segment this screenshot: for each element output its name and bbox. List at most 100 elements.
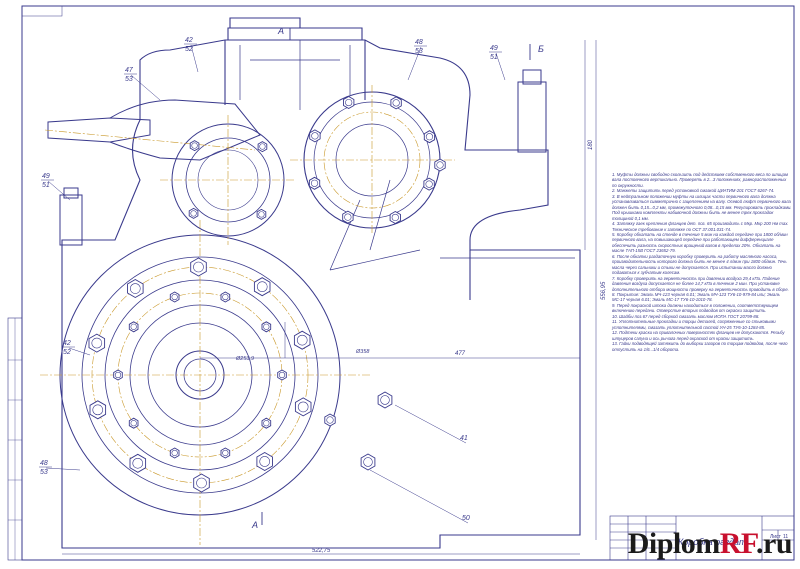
bolt-head [342, 210, 354, 224]
bolt-head [261, 417, 272, 429]
dim-overall-height: 556,95 [601, 281, 607, 300]
note-13: 13. Гайки подводящей затяжить до выборки… [612, 341, 788, 352]
note-6: 6. После обкатки раздаточную коробку про… [612, 253, 787, 276]
note-5: 5. Коробку обкатать на стенде в течение … [612, 231, 788, 254]
bolt-head [220, 447, 231, 459]
bolt-head [257, 141, 268, 153]
dim-bolt-circle: Ø253,9 [235, 356, 254, 362]
bolt-head [377, 391, 393, 409]
callout-leader [495, 52, 506, 81]
bolt-head [253, 277, 271, 297]
callout-number: 47 [125, 67, 134, 74]
note-8: 8. Покрытие: Эмаль МЧ-123 черная 6.01; Э… [612, 291, 780, 303]
callout-leader [394, 404, 467, 444]
callout-number: 41 [460, 435, 468, 442]
bolt-head [294, 397, 312, 417]
callout-subnumber: 53 [415, 48, 423, 55]
callout-leader [407, 46, 422, 81]
bolt-head [293, 330, 311, 350]
bolt-group [88, 95, 446, 493]
bolt-head [261, 321, 272, 333]
note-10: 10. Шайбы поз.67 перед сборкой смазать м… [612, 313, 760, 319]
callout-leader [369, 469, 469, 524]
bolt-head [308, 176, 321, 190]
bolt-head [190, 257, 207, 277]
housing-outline [61, 17, 581, 549]
drawing-title: Коробка раздат. [678, 537, 749, 547]
callout-number: 49 [42, 173, 50, 180]
bolt-head [343, 95, 355, 110]
dim-upper-height: 180 [588, 139, 594, 150]
title-block [609, 515, 795, 561]
bolt-head [169, 291, 180, 303]
bolt-head [129, 453, 147, 473]
callout-subnumber: 53 [40, 469, 48, 476]
bolt-head [434, 158, 446, 172]
callout-leader [68, 347, 91, 356]
section-mark-a-top: А [277, 26, 284, 36]
bolt-head [324, 413, 336, 427]
note-11: 11. Уплотнительные прокладки и торцы дет… [612, 319, 776, 330]
section-mark-a-bottom: А [251, 520, 258, 530]
sheet-border [21, 5, 795, 561]
note-7: 7. Коробку проверить на герметичность пр… [612, 275, 789, 292]
note-9: 9. Перед покраской штока должны находить… [612, 302, 779, 314]
stud-right [517, 81, 547, 153]
note-3: 3. В нейтральном положении муфты на шлиц… [612, 193, 792, 221]
bolt-head [193, 473, 210, 493]
note-1: 1. Муфты должны свободно скользить под д… [612, 172, 788, 188]
bolt-head [88, 333, 106, 353]
bolt-head [423, 177, 435, 191]
bolt-head [89, 400, 107, 420]
bolt-head [389, 210, 401, 225]
bolt-left [59, 194, 83, 246]
callout-subnumber: 51 [490, 54, 498, 61]
watermark-logo: DiplomRF.ru [627, 527, 793, 561]
technical-notes: 1. Муфты должны свободно скользить под д… [612, 172, 792, 352]
bolt-head [277, 369, 287, 381]
dim-overall-width: 522,75 [312, 548, 331, 554]
section-mark-b: Б [538, 44, 544, 54]
bolt-head [390, 96, 402, 110]
bolt-head [113, 369, 123, 381]
callout-number: 50 [462, 515, 470, 522]
bolt-head [188, 207, 199, 219]
callout-subnumber: 52 [185, 46, 193, 53]
dim-housing: Ø358 [355, 349, 370, 355]
callout-number: 42 [63, 340, 71, 347]
bolt-head [220, 291, 231, 303]
callout-subnumber: 52 [63, 349, 71, 356]
bolt-head [128, 321, 139, 333]
bolt-head [127, 278, 144, 299]
bolt-head [309, 129, 321, 143]
center-lines [40, 85, 455, 545]
bolt-head [128, 417, 139, 429]
bolt-head [256, 208, 267, 220]
bolt-head [256, 451, 273, 472]
callout-number: 48 [415, 39, 423, 46]
note-12: 12. Подтеки краски на привалочных поверх… [612, 330, 785, 341]
bolt-head [360, 453, 376, 471]
sheet-label: Лист [770, 534, 781, 540]
bolt-head [169, 447, 180, 459]
note-4: 4. Затяжку гаек крепления фланцев дет. п… [612, 221, 789, 227]
callout-number: 49 [490, 45, 498, 52]
callout-group: 42 52 47 53 48 53 49 51 49 51 42 52 48 53 41 50 [39, 37, 506, 524]
note-2: 2. Манжеты защитить перед установкой сма… [612, 188, 775, 194]
callout-leader [130, 74, 161, 101]
watermark-part2: RF [719, 527, 757, 560]
watermark-part1: Diplom [627, 527, 721, 560]
callout-number: 48 [40, 460, 48, 467]
watermark-part3: .ru [756, 527, 793, 560]
callout-number: 42 [185, 37, 193, 44]
dim-offset: 477 [455, 351, 466, 357]
callout-subnumber: 51 [42, 182, 50, 189]
callout-leader [190, 44, 199, 73]
note-4a: Техническое требование к затяжке по ОСТ … [612, 226, 732, 232]
callout-subnumber: 53 [125, 76, 133, 83]
callout-leader [45, 467, 81, 471]
bolt-head [189, 140, 200, 152]
bolt-head [423, 130, 436, 144]
